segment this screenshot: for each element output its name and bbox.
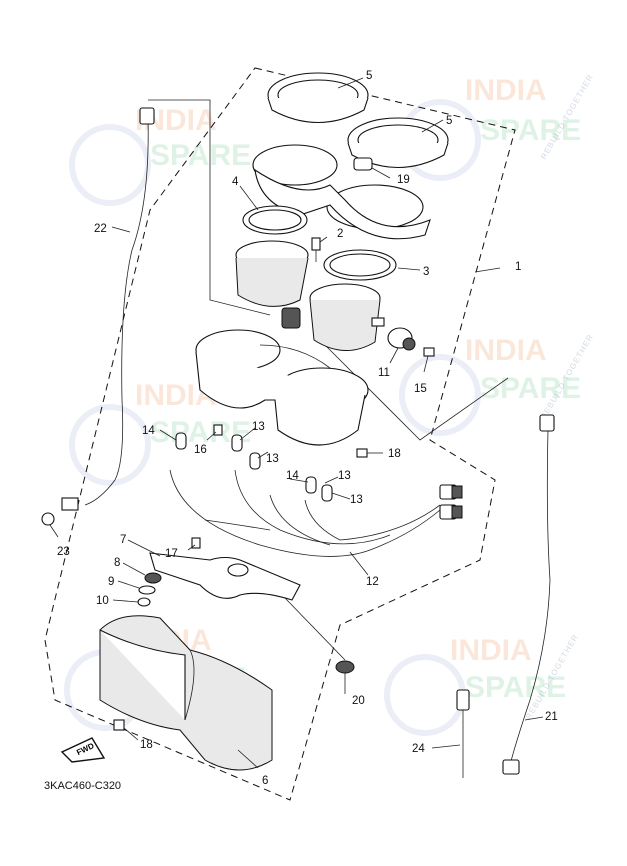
cable-tie-24 [456, 689, 470, 778]
bulb-14-right [305, 476, 317, 494]
bulb-13-c [321, 484, 333, 502]
watermark-line2: SPARE [480, 114, 581, 147]
gasket-ring-4 [242, 205, 308, 235]
part-number: 7 [120, 534, 126, 546]
washer-9 [138, 585, 156, 595]
watermark-line1: INDIA [465, 334, 547, 367]
grommet-20 [335, 660, 355, 674]
watermark-line1: INDIA [465, 74, 547, 107]
part-labels: 1 2 3 4 5 5 6 7 8 9 10 11 12 13 13 13 13… [57, 70, 558, 787]
screw-2 [311, 237, 321, 262]
part-number: 13 [338, 470, 351, 482]
part-number: 2 [337, 228, 343, 240]
part-number: 20 [352, 695, 365, 707]
part-number: 19 [397, 174, 410, 186]
part-number: 13 [252, 421, 265, 433]
screw-16 [213, 424, 223, 436]
cable-frame-line [148, 99, 271, 316]
leader-lines [49, 77, 544, 769]
reset-knob-11 [387, 327, 416, 351]
bulb-13-b [249, 452, 261, 470]
bezel-ring-right [347, 117, 449, 168]
part-number: 8 [114, 557, 120, 569]
screw-18-lower [113, 719, 125, 731]
screw-18-upper [356, 448, 368, 458]
bulb-13-a [231, 434, 243, 452]
part-number: 5 [366, 70, 372, 82]
speedometer-cable-22 [61, 107, 155, 511]
part-number: 21 [545, 711, 558, 723]
nut-10 [137, 597, 151, 607]
part-number: 14 [286, 470, 299, 482]
part-number: 1 [515, 261, 521, 273]
part-number: 4 [232, 176, 239, 188]
assembly-boundary [44, 67, 516, 801]
part-number: 15 [414, 383, 427, 395]
meter-lens-pair [252, 144, 431, 240]
part-number: 9 [108, 576, 114, 588]
bezel-ring-left [267, 72, 369, 123]
o-ring-23 [41, 512, 55, 526]
part-number: 16 [194, 444, 207, 456]
gasket-ring-3 [323, 249, 397, 281]
part-number: 5 [446, 115, 452, 127]
part-number: 12 [366, 576, 379, 588]
part-number: 18 [388, 448, 401, 460]
part-number: 10 [96, 595, 109, 607]
watermark-line2: SPARE [150, 139, 251, 172]
watermark-top-left: INDIA SPARE [69, 104, 251, 206]
watermark-mid-left: INDIA SPARE [69, 379, 251, 486]
part-number: 23 [57, 546, 70, 558]
grommet-8 [144, 572, 162, 584]
watermark-line1: INDIA [450, 634, 532, 667]
forward-arrow-icon: FWD [60, 737, 106, 763]
watermark-line2: SPARE [465, 671, 566, 704]
meter-cover-6 [99, 615, 273, 771]
meter-bracket-7 [149, 552, 301, 601]
part-number: 24 [412, 743, 425, 755]
tachometer-unit [309, 283, 385, 351]
part-number: 3 [423, 266, 429, 278]
part-number: 17 [165, 548, 178, 560]
screw-17 [191, 537, 201, 549]
watermark-line2: SPARE [480, 372, 581, 405]
meter-case-inner [195, 329, 369, 446]
part-number: 14 [142, 425, 155, 437]
tachometer-cable-21 [502, 414, 555, 775]
screw-15 [423, 347, 435, 357]
wire-harness-12 [169, 469, 463, 557]
bulb-14-left [175, 432, 187, 450]
speedometer-unit [235, 240, 309, 329]
part-number: 22 [94, 223, 107, 235]
part-number: 13 [266, 453, 279, 465]
part-number: 18 [140, 739, 153, 751]
part-number: 13 [350, 494, 363, 506]
part-number: 6 [262, 775, 268, 787]
drawing-code: 3KAC460-C320 [44, 780, 121, 792]
meter-connector-19 [353, 157, 373, 171]
part-number: 11 [378, 367, 390, 379]
